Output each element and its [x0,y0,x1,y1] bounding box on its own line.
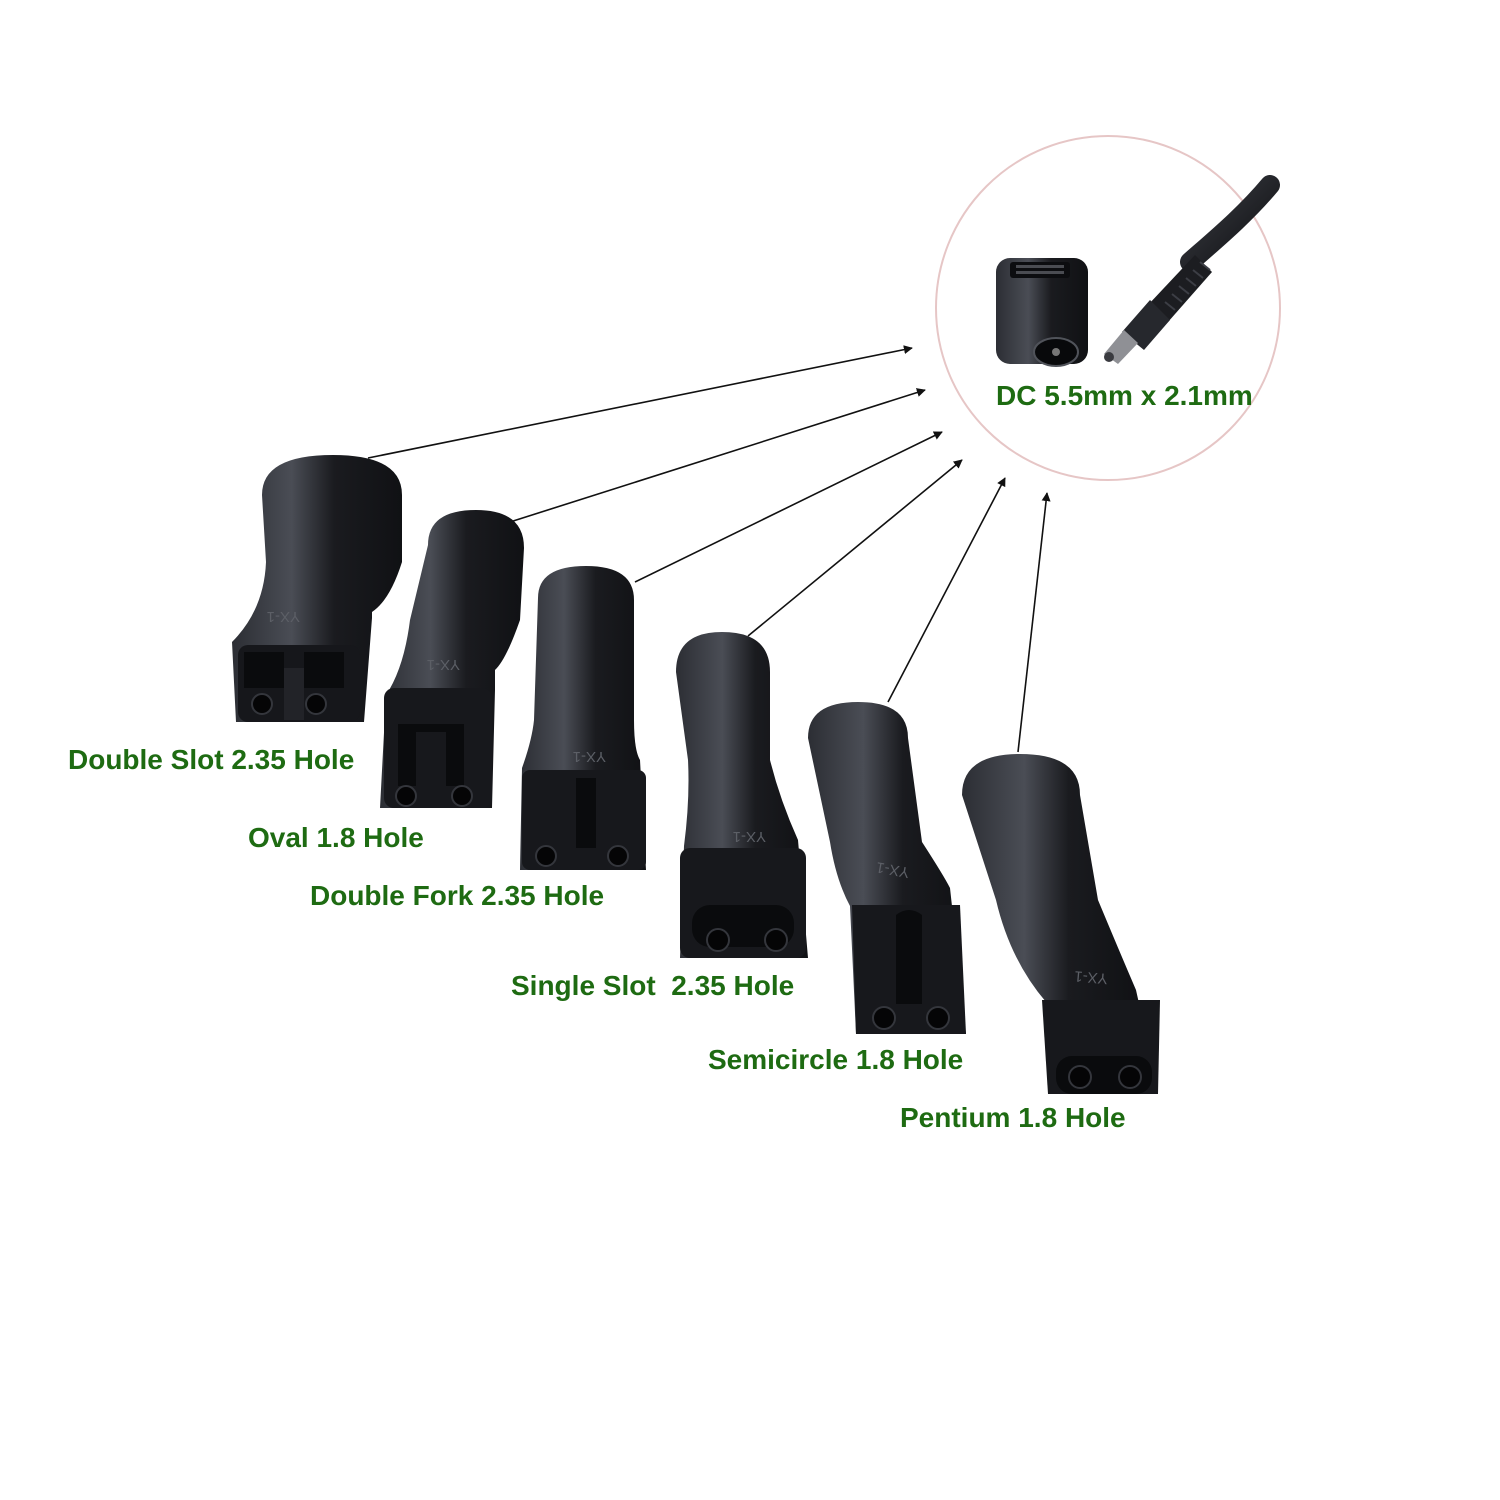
adapter-double-slot: YX-1 [232,455,402,722]
dc-connector-label: DC 5.5mm x 2.1mm [996,380,1253,411]
label-single-slot: Single Slot 2.35 Hole [511,970,795,1001]
adapter-marking: YX-1 [875,858,911,881]
label-double-slot: Double Slot 2.35 Hole [68,744,355,775]
arrow-oval [509,388,926,523]
adapter-single-slot: YX-1 [676,632,808,958]
adapter-marking: YX-1 [573,748,606,765]
label-pentium: Pentium 1.8 Hole [900,1102,1126,1133]
label-oval: Oval 1.8 Hole [248,822,424,853]
adapter-marking: YX-1 [733,828,766,845]
connection-arrows [367,345,1051,753]
arrow-double-slot [367,345,913,459]
adapter-marking: YX-1 [427,656,460,673]
adapter-oval: YX-1 [380,510,524,808]
arrow-pentium [1017,492,1051,753]
adapter-pentium: YX-1 [962,754,1160,1094]
adapter-double-fork: YX-1 [520,566,646,870]
dc-barrel-plug-icon [1104,175,1280,364]
magnifier-circle [935,135,1281,481]
arrow-single-slot [747,459,963,637]
adapter-marking: YX-1 [267,608,300,625]
label-semicircle: Semicircle 1.8 Hole [708,1044,964,1075]
label-double-fork: Double Fork 2.35 Hole [310,880,605,911]
dc-socket-icon [996,258,1088,367]
arrow-semicircle [887,477,1006,703]
adapter-marking: YX-1 [1074,967,1109,987]
adapter-semicircle: YX-1 [808,702,966,1034]
arrow-double-fork [634,431,943,583]
